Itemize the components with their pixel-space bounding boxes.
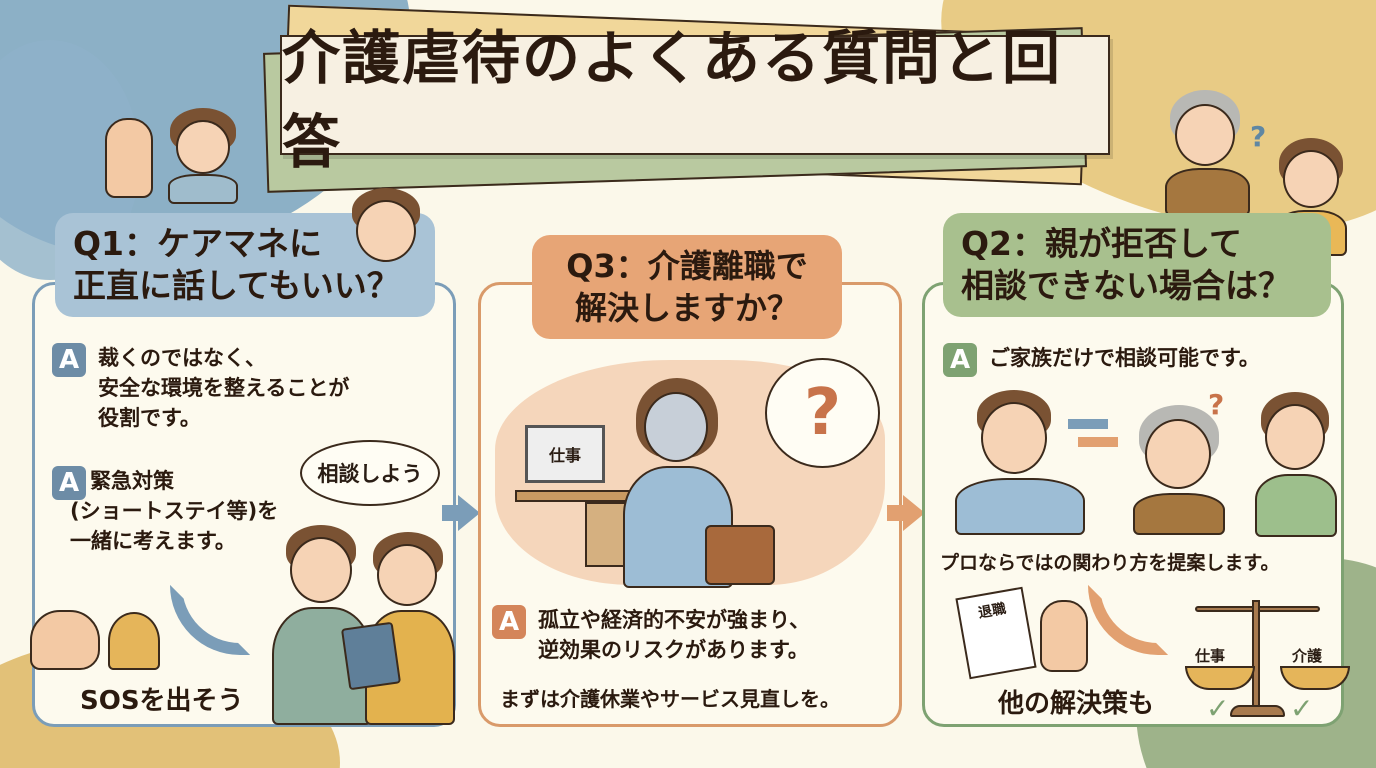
raised-hand-icon xyxy=(105,118,153,198)
monitor-label: 仕事 xyxy=(548,446,581,465)
question-icon: ? xyxy=(1208,388,1225,421)
answer-badge: A xyxy=(52,343,86,377)
answer-text: ご家族だけで相談可能です。 xyxy=(989,346,1260,370)
title-banner: 介護虐待のよくある質問と回答 xyxy=(263,4,1125,193)
check-icon: ✓ xyxy=(1290,692,1314,725)
scale-pole xyxy=(1252,600,1260,710)
answer-text: 裁くのではなく、 安全な環境を整えることが 役割です。 xyxy=(98,346,350,430)
question-line: Q1：ケアマネに xyxy=(73,224,323,263)
speech-bubble: 相談しよう xyxy=(300,440,440,506)
answer-q1-1: A 裁くのではなく、 安全な環境を整えることが 役割です。 xyxy=(52,343,349,433)
resignation-letter-icon: 退職 xyxy=(955,586,1037,680)
hands-icon xyxy=(30,610,100,670)
question-icon: ? xyxy=(803,376,842,450)
answer-q3: A 孤立や経済的不安が強まり、 逆効果のリスクがあります。 xyxy=(492,605,810,665)
answer-badge: A xyxy=(52,466,86,500)
question-line: 相談できない場合は？ xyxy=(961,266,1291,305)
computer-icon: 仕事 xyxy=(525,425,605,483)
caption-q3: まずは介護休業やサービス見直しを。 xyxy=(500,687,840,711)
worried-man-icon xyxy=(350,188,422,266)
question-icon: ? xyxy=(1250,120,1267,153)
page-title: 介護虐待のよくある質問と回答 xyxy=(282,24,1063,176)
scale-label-care: 介護 xyxy=(1292,647,1323,665)
smiling-man-icon xyxy=(955,390,1085,535)
sub-caption-q2: プロならではの関わり方を提案します。 xyxy=(940,552,1280,574)
scale-pan-right xyxy=(1280,666,1350,690)
question-badge-q3: Q3：介護離職で 解決しますか？ xyxy=(532,235,842,339)
scale-label-work: 仕事 xyxy=(1195,647,1226,665)
clipboard-icon xyxy=(340,621,402,691)
right-arrow-icon xyxy=(887,495,925,531)
answer-text: 緊急対策 (ショートステイ等)を 一緒に考えます。 xyxy=(70,469,279,553)
question-badge-q2: Q2：親が拒否して 相談できない場合は？ xyxy=(943,213,1331,317)
answer-q2: A ご家族だけで相談可能です。 xyxy=(943,343,1260,377)
caption-q2: 他の解決策も xyxy=(998,689,1155,719)
question-line: 解決しますか？ xyxy=(574,289,799,327)
title-paper-white: 介護虐待のよくある質問と回答 xyxy=(280,24,1110,176)
question-line: Q2：親が拒否して xyxy=(961,224,1243,263)
elderly-woman-icon xyxy=(1133,405,1225,535)
thought-bubble: ? xyxy=(765,358,880,468)
bell-icon xyxy=(108,612,160,670)
stop-hand-icon xyxy=(1040,600,1088,672)
answer-q1-2: A 緊急対策 (ショートステイ等)を 一緒に考えます。 xyxy=(52,466,278,556)
scale-base xyxy=(1230,705,1285,717)
bag-icon xyxy=(705,525,775,585)
question-line: Q3：介護離職で xyxy=(566,247,808,285)
drawer-icon xyxy=(585,502,630,567)
right-arrow-icon xyxy=(442,495,480,531)
staff-man-icon xyxy=(272,525,372,725)
caregiver-icon xyxy=(1255,392,1337,537)
question-line: 正直に話してもいい？ xyxy=(73,266,400,305)
answer-badge: A xyxy=(492,605,526,639)
elderly-woman-icon xyxy=(1165,90,1250,216)
answer-text: 孤立や経済的不安が強まり、 逆効果のリスクがあります。 xyxy=(538,608,811,662)
worried-woman-icon xyxy=(168,108,238,204)
check-icon: ✓ xyxy=(1206,692,1230,725)
answer-badge: A xyxy=(943,343,977,377)
exchange-arrows-icon xyxy=(1068,415,1118,455)
caption-sos: SOSを出そう xyxy=(80,686,244,716)
